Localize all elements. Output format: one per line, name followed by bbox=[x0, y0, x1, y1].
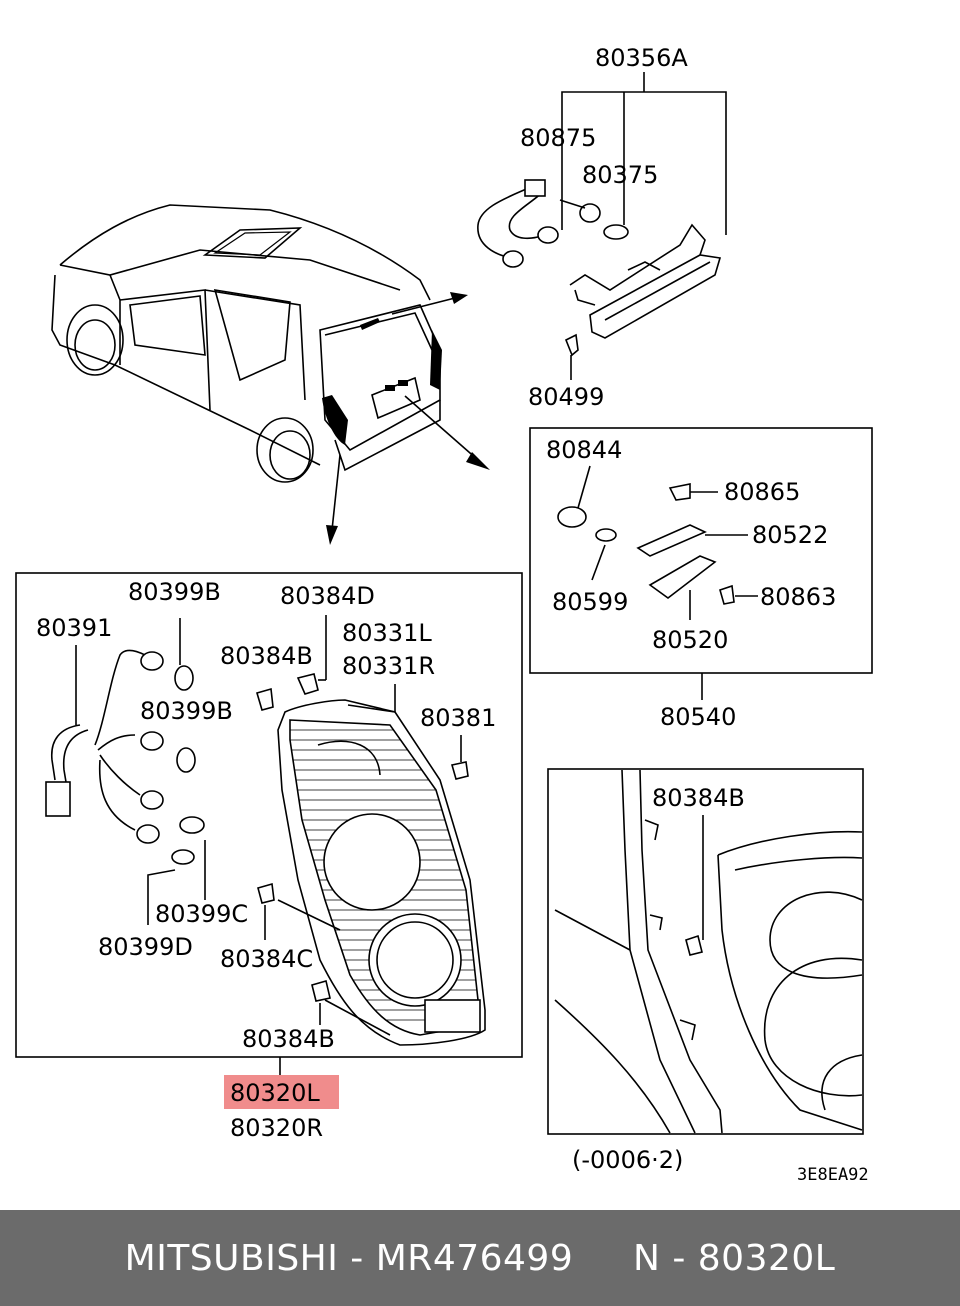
label-80863: 80863 bbox=[760, 583, 836, 611]
label-80399C: 80399C bbox=[155, 900, 248, 928]
label-80499: 80499 bbox=[528, 383, 604, 411]
rear-lamp-box bbox=[15, 572, 523, 1058]
inset-detail-group: 80384B bbox=[547, 768, 864, 1135]
label-80384B-inset: 80384B bbox=[652, 784, 745, 812]
label-80331R: 80331R bbox=[342, 652, 435, 680]
parts-diagram: 80356A 80875 80375 80499 80844 8059 bbox=[15, 44, 873, 1185]
label-80399B-top: 80399B bbox=[128, 578, 221, 606]
label-80320R: 80320R bbox=[230, 1114, 323, 1142]
footer-bar: MITSUBISHI - MR476499 N - 80320L bbox=[0, 1210, 960, 1306]
label-80384C: 80384C bbox=[220, 945, 313, 973]
label-80540: 80540 bbox=[660, 703, 736, 731]
license-lamp-box bbox=[529, 427, 873, 674]
label-80375: 80375 bbox=[582, 161, 658, 189]
inset-box bbox=[547, 768, 864, 1135]
label-80384B-bottom: 80384B bbox=[242, 1025, 335, 1053]
footer-part-info: MITSUBISHI - MR476499 N - 80320L bbox=[124, 1237, 836, 1279]
diagram-code: 3E8EA92 bbox=[797, 1165, 869, 1185]
label-80320L: 80320L bbox=[230, 1079, 320, 1107]
part-highlight bbox=[224, 1075, 339, 1109]
label-80384D: 80384D bbox=[280, 582, 375, 610]
label-80520: 80520 bbox=[652, 626, 728, 654]
label-80522: 80522 bbox=[752, 521, 828, 549]
label-80381: 80381 bbox=[420, 704, 496, 732]
high-mount-stop-lamp-group: 80356A 80875 80375 80499 bbox=[477, 44, 727, 411]
label-80384B-top: 80384B bbox=[220, 642, 313, 670]
car-illustration bbox=[51, 204, 490, 545]
license-plate-lamp-group: 80844 80599 80865 80522 80520 80863 8054… bbox=[529, 427, 873, 731]
label-80599: 80599 bbox=[552, 588, 628, 616]
label-80356A: 80356A bbox=[595, 44, 688, 72]
label-80391: 80391 bbox=[36, 614, 112, 642]
label-80399D: 80399D bbox=[98, 933, 193, 961]
label-80331L: 80331L bbox=[342, 619, 432, 647]
rear-combination-lamp-group: 80399B 80384D 80391 80331L 80384B 80331R… bbox=[15, 572, 523, 1075]
label-80875: 80875 bbox=[520, 124, 596, 152]
label-80844: 80844 bbox=[546, 436, 622, 464]
label-80865: 80865 bbox=[724, 478, 800, 506]
label-80399B-mid: 80399B bbox=[140, 697, 233, 725]
date-range: (-0006·2) bbox=[572, 1146, 683, 1174]
